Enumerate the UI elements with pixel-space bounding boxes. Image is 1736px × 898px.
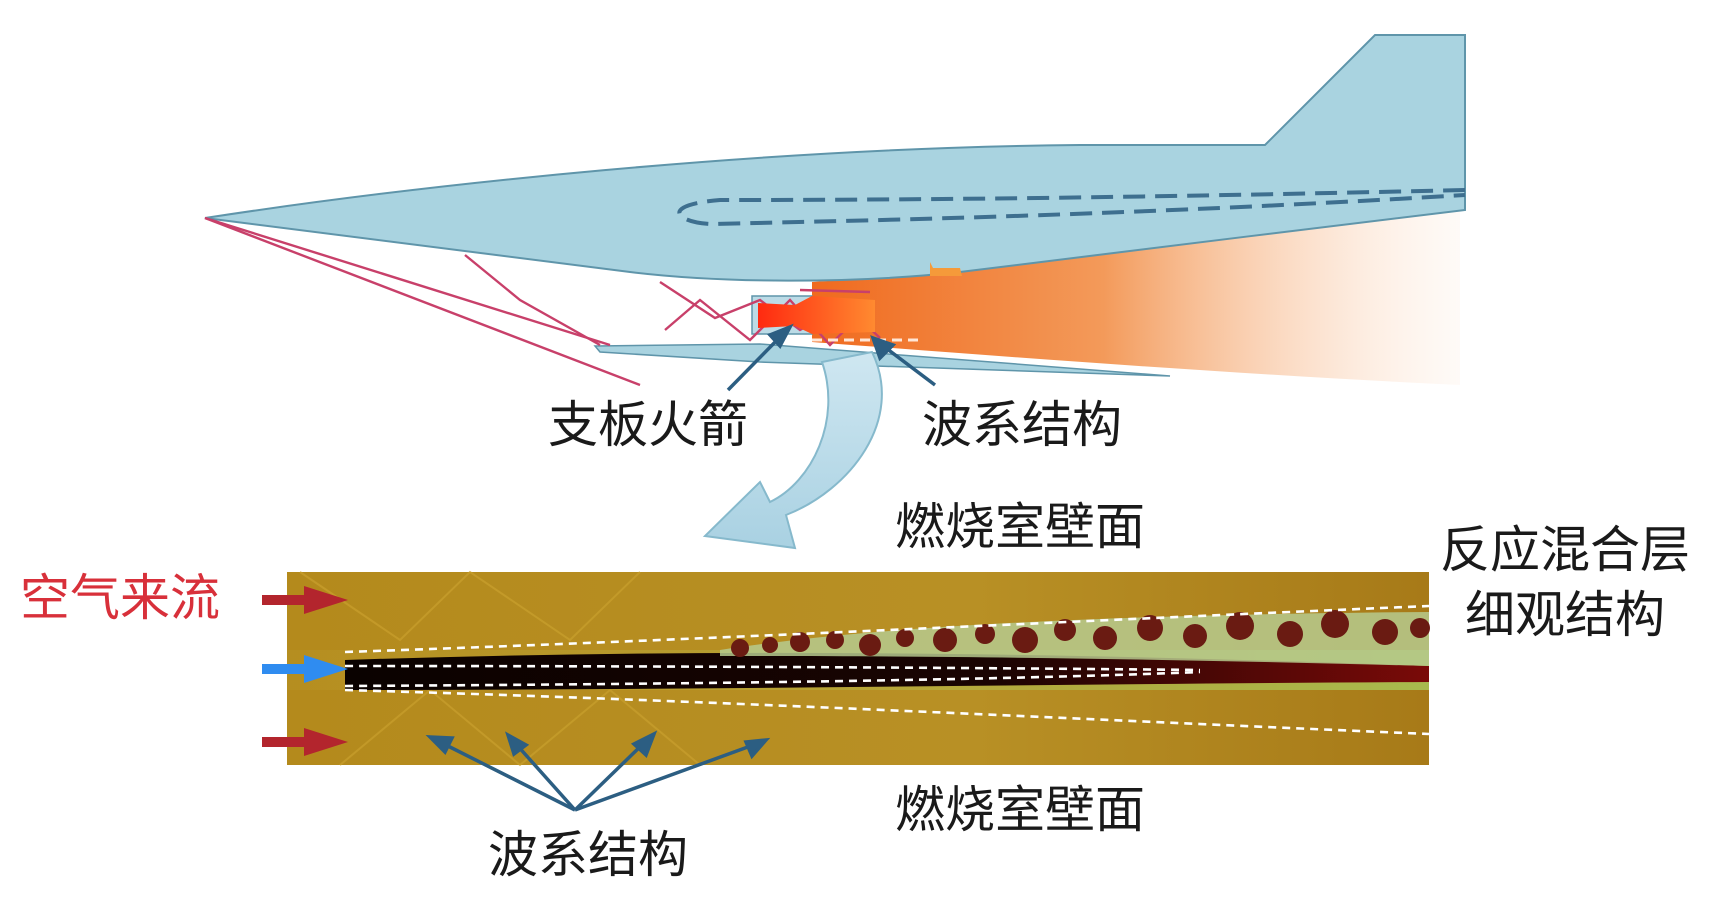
label-combustor-wall-bottom: 燃烧室壁面 (895, 781, 1145, 839)
label-wave-system-bottom: 波系结构 (488, 826, 688, 884)
label-reaction-mixing-line1: 反应混合层 (1440, 521, 1690, 579)
label-combustor-wall-top: 燃烧室壁面 (895, 498, 1145, 556)
right-arrow-icon (262, 728, 348, 756)
pointer-arrows-top (726, 323, 937, 392)
rocket-flame (758, 296, 920, 342)
label-strut-rocket: 支板火箭 (548, 396, 748, 454)
label-reaction-mixing-line2: 细观结构 (1465, 586, 1665, 644)
zoom-curved-arrow (702, 350, 883, 550)
dashed-internal-flowpath (677, 188, 1466, 227)
aircraft-body (204, 34, 1466, 377)
label-wave-system-top: 波系结构 (922, 396, 1122, 454)
exhaust-plume (812, 205, 1460, 385)
right-arrow-icon (262, 655, 348, 683)
shock-wave-lines (204, 216, 881, 387)
label-air-inflow: 空气来流 (20, 569, 220, 627)
right-arrow-icon (262, 586, 348, 614)
combustor-channel (287, 570, 1430, 767)
inflow-arrows (262, 586, 348, 756)
pointer-arrows-bottom (425, 730, 771, 812)
